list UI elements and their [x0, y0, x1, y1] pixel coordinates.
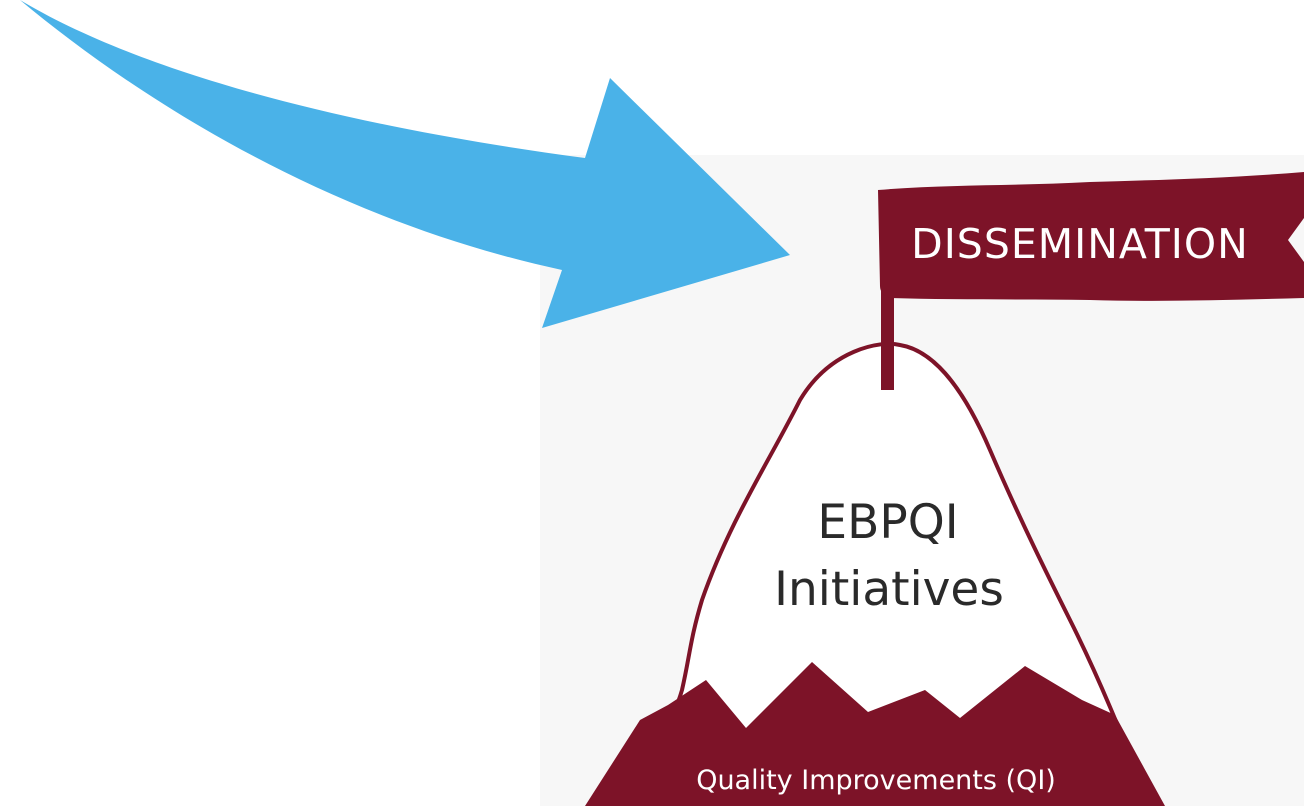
mountain-icon: Quality Improvements (QI) EBPQI Initiati…: [585, 341, 1165, 806]
curved-arrow-icon: [20, 0, 790, 328]
flag-label: DISSEMINATION: [911, 220, 1249, 268]
base-label: Quality Improvements (QI): [696, 765, 1056, 796]
flag-icon: DISSEMINATION: [878, 172, 1304, 390]
mountain-title-line-1: EBPQI: [817, 495, 958, 550]
flag-pole: [881, 286, 894, 390]
mountain-title-line-2: Initiatives: [774, 562, 1004, 617]
flag-banner: [878, 172, 1304, 301]
mountain-base: [585, 662, 1165, 806]
